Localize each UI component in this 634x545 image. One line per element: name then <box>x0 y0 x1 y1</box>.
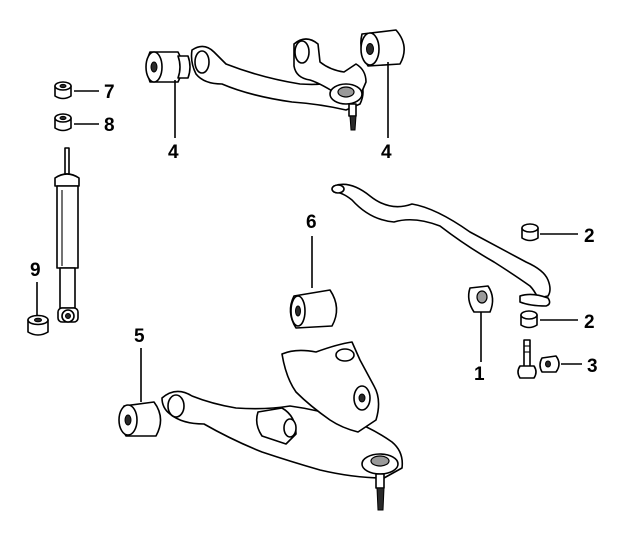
lower-control-arm <box>118 341 404 511</box>
callout-2-lower: 2 <box>584 312 595 333</box>
callout-3: 3 <box>587 356 598 377</box>
stabilizer-bar <box>331 183 551 307</box>
callout-7: 7 <box>104 82 115 103</box>
bushing-part-8 <box>54 113 72 132</box>
callout-6: 6 <box>306 212 317 233</box>
callout-5: 5 <box>134 326 145 347</box>
shock-absorber-part-9 <box>54 147 80 323</box>
callout-9: 9 <box>30 260 41 281</box>
callout-2-upper: 2 <box>584 226 595 247</box>
bushing-part-7 <box>54 81 72 100</box>
callout-8: 8 <box>104 115 115 136</box>
callout-4-right: 4 <box>381 142 392 163</box>
stabilizer-bushing-part-2-lower <box>520 310 538 329</box>
leader-lines <box>36 62 582 402</box>
link-bushing-part-3 <box>539 355 560 373</box>
callout-4-left: 4 <box>168 142 179 163</box>
bushing-part-6 <box>289 289 338 329</box>
upper-control-arm <box>145 29 405 131</box>
callout-1: 1 <box>474 364 485 385</box>
stabilizer-link <box>517 339 537 379</box>
callout-labels: 7 8 9 4 4 2 2 3 1 6 5 <box>30 82 598 385</box>
stabilizer-bushing-part-2-upper <box>521 223 539 242</box>
stabilizer-clamp-part-1 <box>467 285 494 313</box>
bushing-part-9 <box>27 314 49 336</box>
